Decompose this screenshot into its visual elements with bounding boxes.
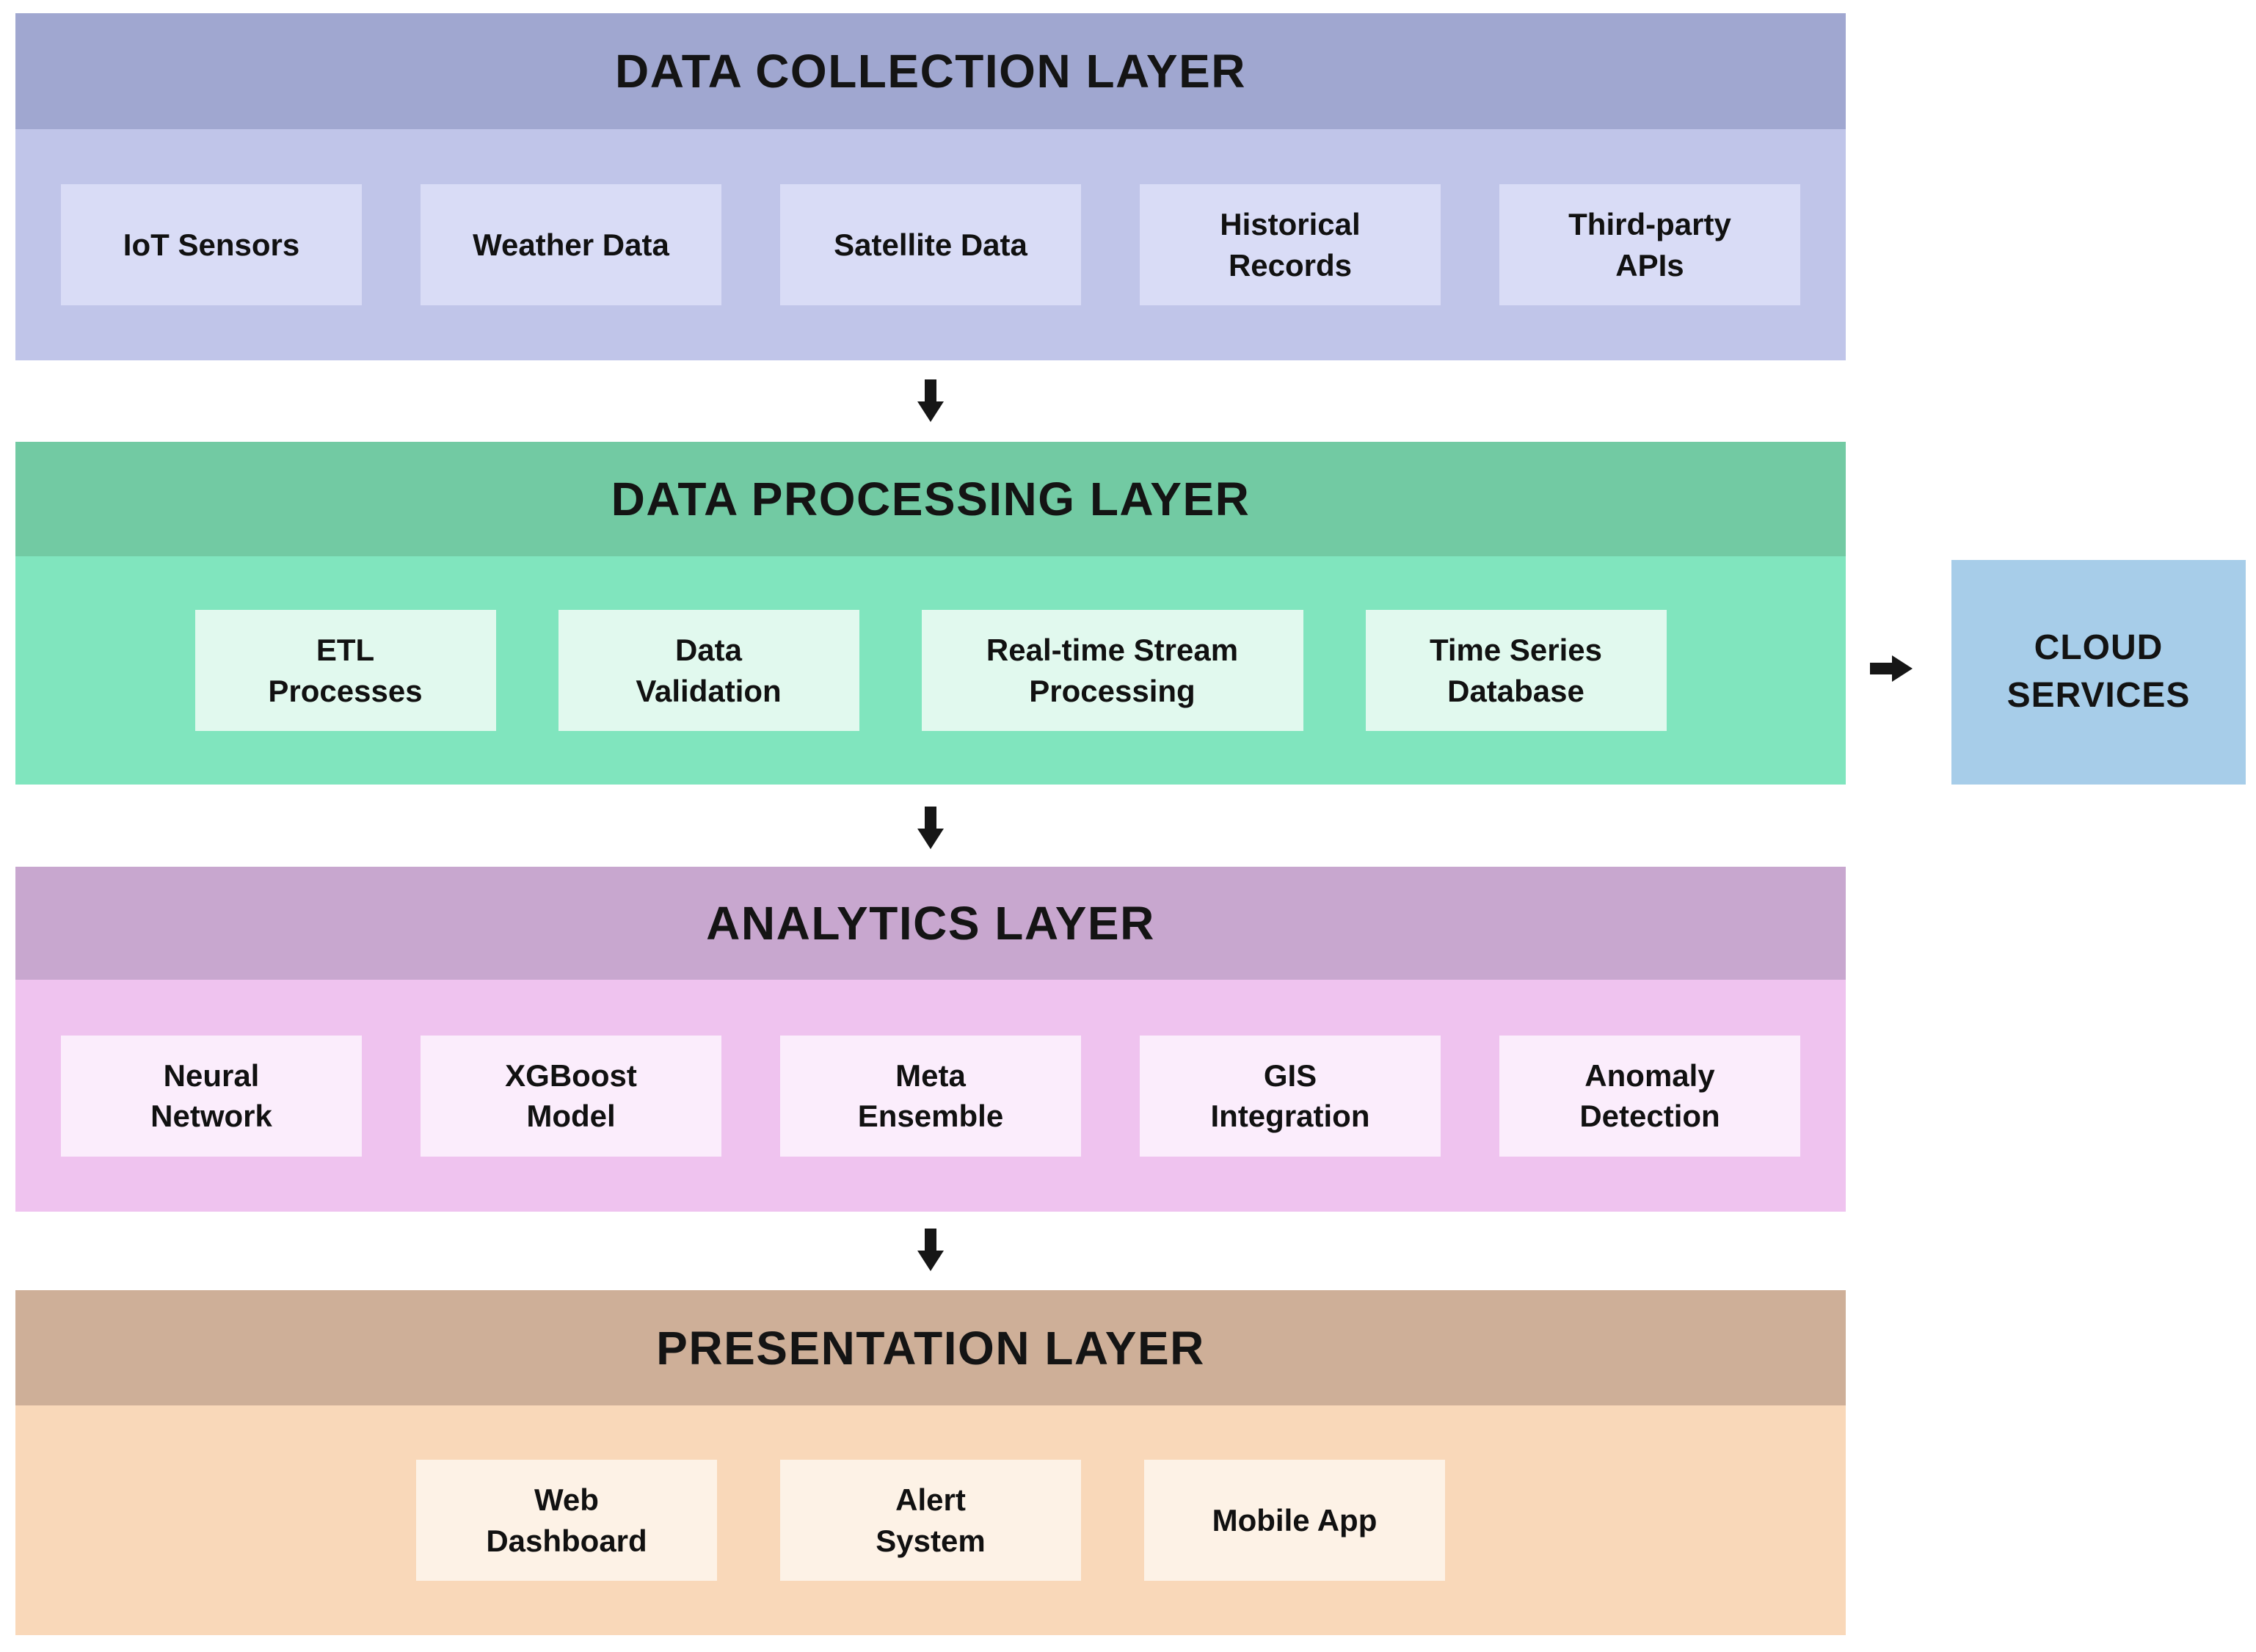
layer-data-processing-header: DATA PROCESSING LAYER: [15, 442, 1846, 556]
layer-analytics: ANALYTICS LAYER Neural Network XGBoost M…: [15, 867, 1846, 1212]
layer-analytics-header: ANALYTICS LAYER: [15, 867, 1846, 980]
layer-presentation-body: Web Dashboard Alert System Mobile App: [15, 1405, 1846, 1635]
node-gis-integration: GIS Integration: [1140, 1035, 1441, 1157]
node-label: Data Validation: [636, 633, 782, 708]
box-row: ETL Processes Data Validation Real-time …: [15, 610, 1846, 731]
flow-arrow-down-icon: [917, 807, 944, 849]
box-row: Web Dashboard Alert System Mobile App: [15, 1460, 1846, 1581]
node-data-validation: Data Validation: [558, 610, 859, 731]
node-label: XGBoost Model: [505, 1058, 637, 1133]
node-third-party-apis: Third-party APIs: [1499, 184, 1800, 305]
node-label: Real-time Stream Processing: [986, 633, 1239, 708]
box-row: IoT Sensors Weather Data Satellite Data …: [15, 184, 1846, 305]
flow-arrow-down-icon: [917, 1229, 944, 1271]
node-realtime-stream-processing: Real-time Stream Processing: [921, 610, 1303, 731]
node-time-series-database: Time Series Database: [1365, 610, 1667, 731]
layer-data-collection: DATA COLLECTION LAYER IoT Sensors Weathe…: [15, 13, 1846, 360]
node-label: GIS Integration: [1210, 1058, 1370, 1133]
node-meta-ensemble: Meta Ensemble: [780, 1035, 1081, 1157]
node-label: Satellite Data: [834, 227, 1027, 262]
node-label: Alert System: [876, 1482, 986, 1558]
node-label: ETL Processes: [268, 633, 423, 708]
node-web-dashboard: Web Dashboard: [416, 1460, 717, 1581]
node-anomaly-detection: Anomaly Detection: [1499, 1035, 1800, 1157]
layer-data-collection-header: DATA COLLECTION LAYER: [15, 13, 1846, 129]
flow-arrow-right-icon: [1870, 655, 1913, 682]
node-label: Meta Ensemble: [857, 1058, 1004, 1133]
layer-data-processing-body: ETL Processes Data Validation Real-time …: [15, 556, 1846, 785]
layer-presentation-header: PRESENTATION LAYER: [15, 1290, 1846, 1405]
node-historical-records: Historical Records: [1140, 184, 1441, 305]
node-mobile-app: Mobile App: [1144, 1460, 1445, 1581]
layer-title: PRESENTATION LAYER: [656, 1321, 1205, 1375]
layer-data-collection-body: IoT Sensors Weather Data Satellite Data …: [15, 129, 1846, 360]
node-label: Anomaly Detection: [1579, 1058, 1720, 1133]
layer-title: DATA COLLECTION LAYER: [615, 45, 1246, 98]
node-etl-processes: ETL Processes: [194, 610, 496, 731]
layer-presentation: PRESENTATION LAYER Web Dashboard Alert S…: [15, 1290, 1846, 1635]
node-neural-network: Neural Network: [61, 1035, 362, 1157]
cloud-services-node: CLOUD SERVICES: [1951, 560, 2246, 785]
layer-data-processing: DATA PROCESSING LAYER ETL Processes Data…: [15, 442, 1846, 785]
node-label: Weather Data: [473, 227, 669, 262]
box-row: Neural Network XGBoost Model Meta Ensemb…: [15, 1035, 1846, 1157]
layer-title: ANALYTICS LAYER: [706, 897, 1155, 950]
node-label: Time Series Database: [1429, 633, 1603, 708]
node-label: Neural Network: [150, 1058, 272, 1133]
node-satellite-data: Satellite Data: [780, 184, 1081, 305]
flow-arrow-down-icon: [917, 379, 944, 422]
node-xgboost-model: XGBoost Model: [421, 1035, 721, 1157]
cloud-services-label: CLOUD SERVICES: [2006, 628, 2191, 715]
node-label: Historical Records: [1220, 207, 1361, 283]
node-iot-sensors: IoT Sensors: [61, 184, 362, 305]
node-alert-system: Alert System: [780, 1460, 1081, 1581]
node-label: IoT Sensors: [123, 227, 300, 262]
node-weather-data: Weather Data: [421, 184, 721, 305]
node-label: Mobile App: [1212, 1502, 1378, 1538]
layer-title: DATA PROCESSING LAYER: [611, 473, 1251, 525]
node-label: Third-party APIs: [1568, 207, 1731, 283]
layer-analytics-body: Neural Network XGBoost Model Meta Ensemb…: [15, 980, 1846, 1212]
node-label: Web Dashboard: [486, 1482, 647, 1558]
